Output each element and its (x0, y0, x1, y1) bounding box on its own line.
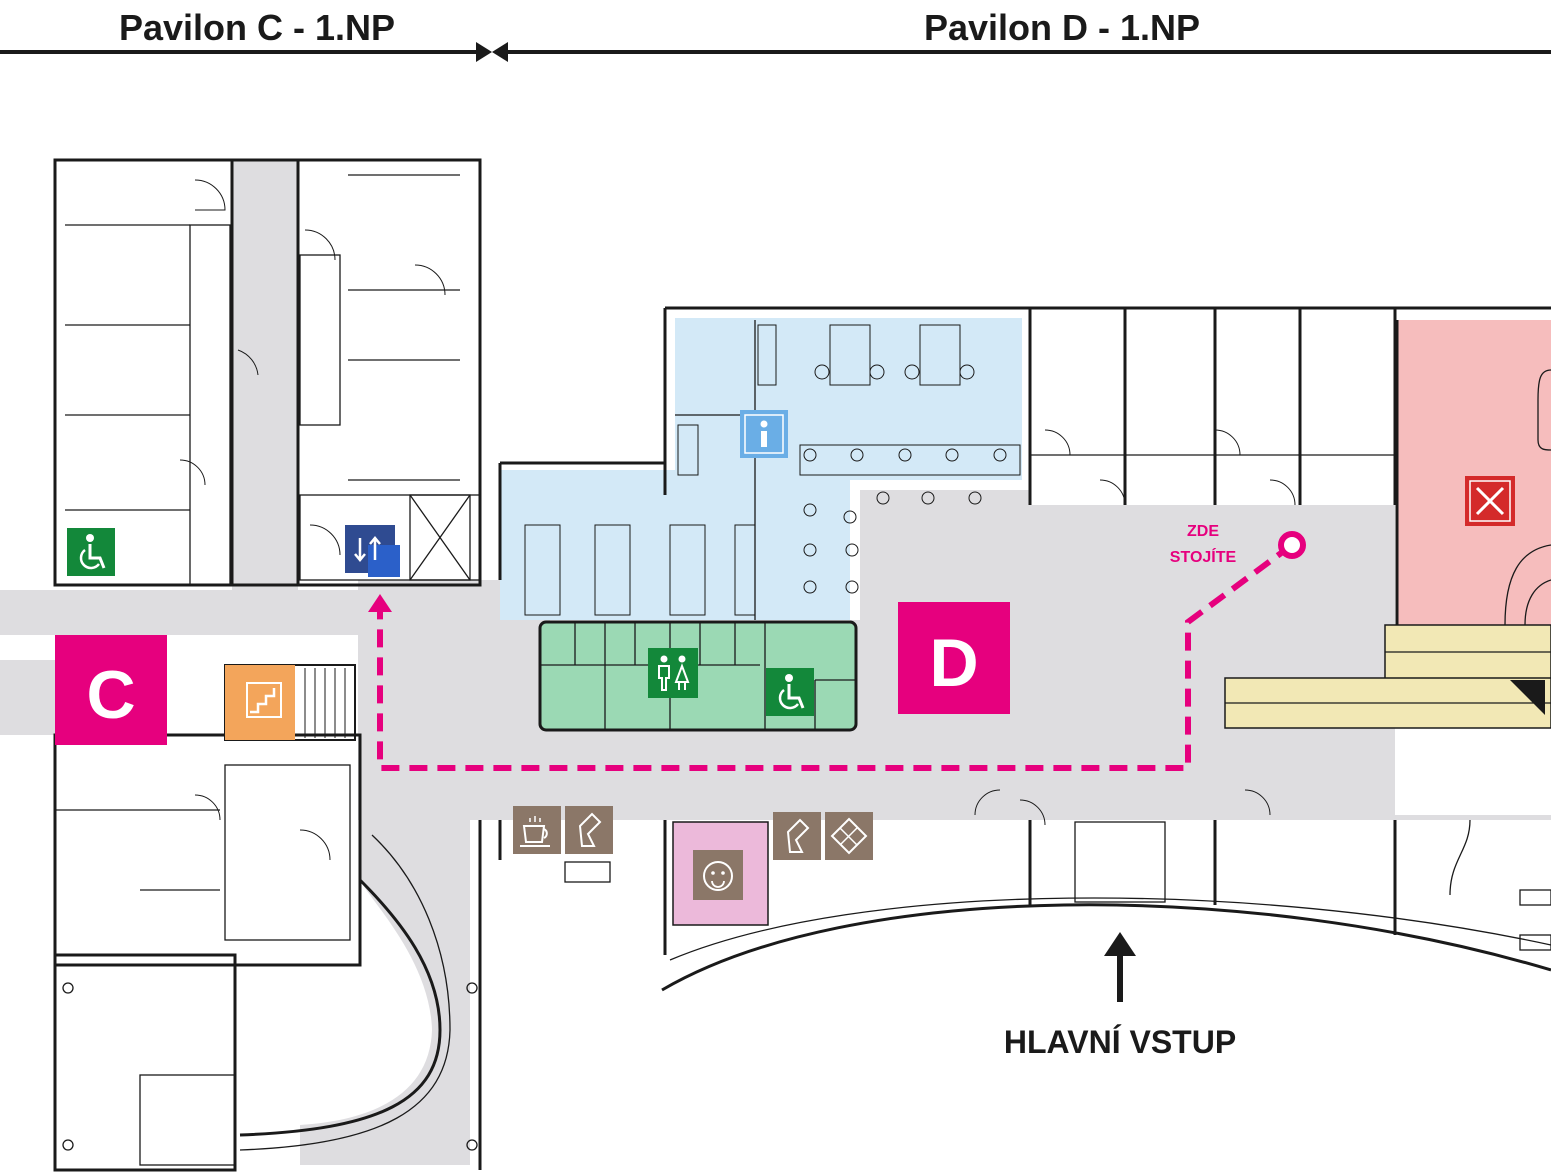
escalators (1224, 624, 1551, 729)
entrance-arrow-icon (1104, 932, 1136, 956)
route-path (368, 542, 1294, 771)
pavilion-d-badge: D (898, 602, 1010, 714)
baby-care-icon (693, 850, 743, 900)
restaurant-area (1395, 320, 1551, 626)
elevator-icon (345, 525, 400, 577)
main-entrance: HLAVNÍ VSTUP (1004, 932, 1236, 1060)
pavilion-d-header: Pavilon D - 1.NP (924, 7, 1200, 48)
chocolate-vending-icon (825, 812, 873, 860)
pavilion-d-offices (663, 306, 1551, 506)
stairs-icon (232, 670, 294, 732)
restroom-icon (648, 648, 698, 698)
baby-bottle-icon (565, 806, 613, 854)
information-icon (740, 410, 788, 458)
route-arrow (368, 594, 392, 612)
you-are-here-label-2: STOJÍTE (1170, 547, 1237, 566)
accessible-toilet-icon (766, 668, 814, 716)
you-are-here-label-1: ZDE (1187, 523, 1219, 540)
info-area (498, 318, 1022, 620)
main-entrance-label: HLAVNÍ VSTUP (1004, 1024, 1236, 1060)
wheelchair-accessible-icon (67, 528, 115, 576)
pavilion-c-building (53, 158, 482, 1172)
you-are-here-marker: ZDE STOJÍTE (1170, 523, 1306, 566)
restaurant-icon (1465, 476, 1515, 526)
header-bar: Pavilon C - 1.NP Pavilon D - 1.NP (0, 7, 1551, 62)
pavilion-c-letter: C (86, 657, 135, 733)
pavilion-d-letter: D (929, 625, 978, 701)
pavilion-c-badge: C (55, 635, 167, 745)
baby-bottle-icon-2 (773, 812, 821, 860)
pavilion-c-header: Pavilon C - 1.NP (119, 7, 395, 48)
cafe-icon (513, 806, 561, 854)
